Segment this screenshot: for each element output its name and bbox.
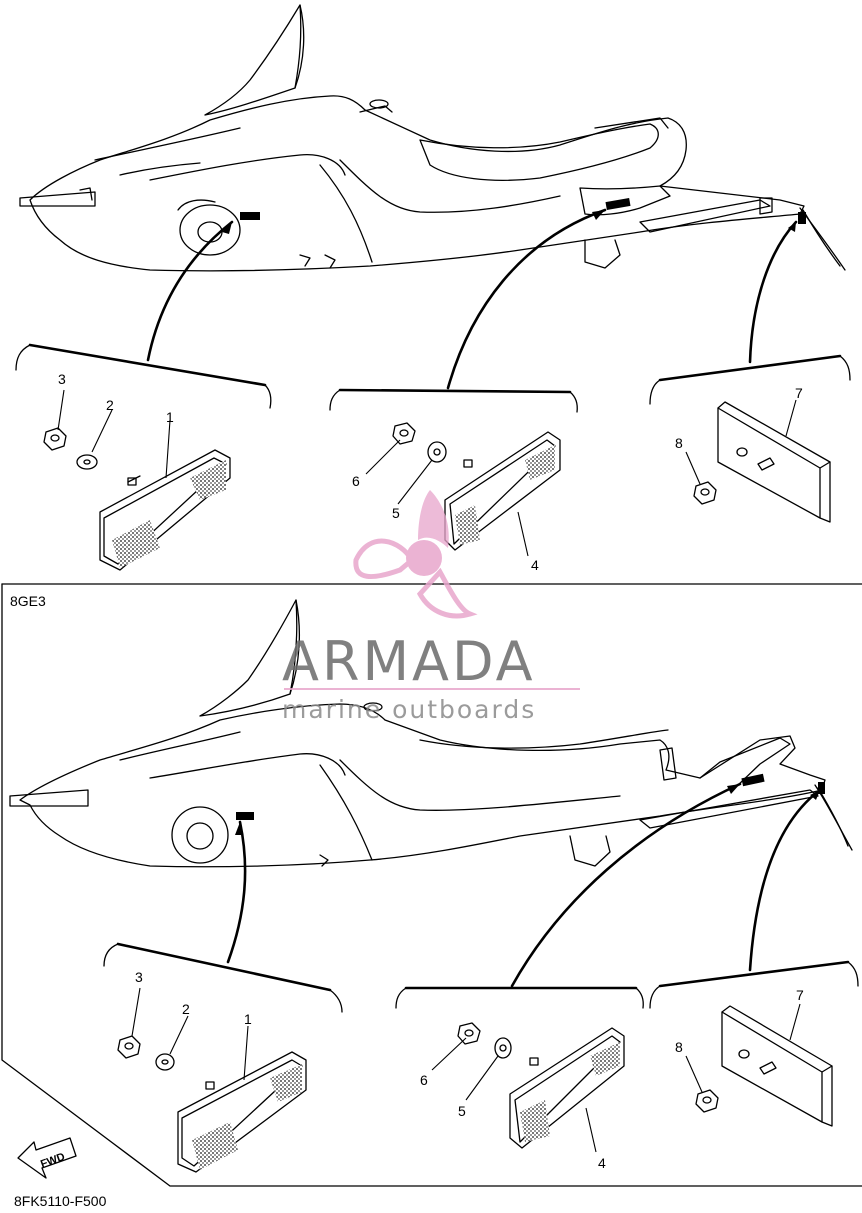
propeller-icon [353, 490, 478, 619]
callout-5b: 5 [458, 1103, 466, 1119]
diagram-code: 8FK5110-F500 [14, 1193, 107, 1208]
callout-7: 7 [795, 385, 803, 401]
callout-8: 8 [675, 435, 683, 451]
snowmobile-bottom [9, 599, 853, 988]
washer-part-5b [494, 1037, 512, 1059]
reflector-part-4b [509, 1027, 625, 1149]
callout-7b: 7 [796, 987, 804, 1003]
plate-part-7b [721, 1005, 833, 1127]
reflector-part-4 [444, 431, 561, 551]
section-frame [1, 583, 862, 1187]
nut-part-8b [695, 1089, 719, 1113]
watermark-brand: ARMADA [282, 630, 536, 693]
nut-part-8 [693, 481, 717, 505]
watermark-rule [284, 688, 580, 690]
washer-part-5 [427, 441, 447, 463]
callout-3b: 3 [135, 969, 143, 985]
callout-4b: 4 [598, 1155, 606, 1171]
parts-group-bottom-right: 7 8 [649, 960, 859, 1127]
parts-group-top-right: 7 8 [649, 354, 851, 523]
snowmobile-top [19, 4, 846, 390]
nut-part-6 [392, 422, 416, 445]
variant-code: 8GE3 [10, 593, 46, 609]
parts-group-bottom-middle: 4 5 6 [395, 986, 644, 1171]
washer-part-2b [155, 1053, 175, 1071]
callout-3: 3 [58, 371, 66, 387]
washer-part-2 [76, 454, 98, 470]
nut-part-3 [43, 427, 67, 451]
parts-group-top-left: 1 2 3 [15, 343, 272, 571]
fwd-label: FWD [39, 1151, 67, 1171]
callout-6b: 6 [420, 1072, 428, 1088]
fwd-arrow-icon: FWD [17, 1137, 77, 1179]
callout-2: 2 [106, 397, 114, 413]
parts-group-top-middle: 4 5 6 [329, 388, 578, 573]
reflector-part-1b [177, 1051, 307, 1173]
reflector-part-1 [99, 449, 231, 571]
watermark: ARMADA marine outboards [282, 490, 580, 724]
callout-5: 5 [392, 505, 400, 521]
parts-group-bottom-left: 1 2 3 [103, 942, 343, 1173]
callout-1: 1 [166, 409, 174, 425]
callout-6: 6 [352, 473, 360, 489]
plate-part-7 [717, 401, 831, 523]
callout-4: 4 [531, 557, 539, 573]
callout-2b: 2 [182, 1001, 190, 1017]
watermark-tagline: marine outboards [282, 695, 536, 724]
nut-part-3b [117, 1035, 141, 1059]
callout-8b: 8 [675, 1039, 683, 1055]
callout-1b: 1 [244, 1011, 252, 1027]
nut-part-6b [457, 1022, 481, 1045]
